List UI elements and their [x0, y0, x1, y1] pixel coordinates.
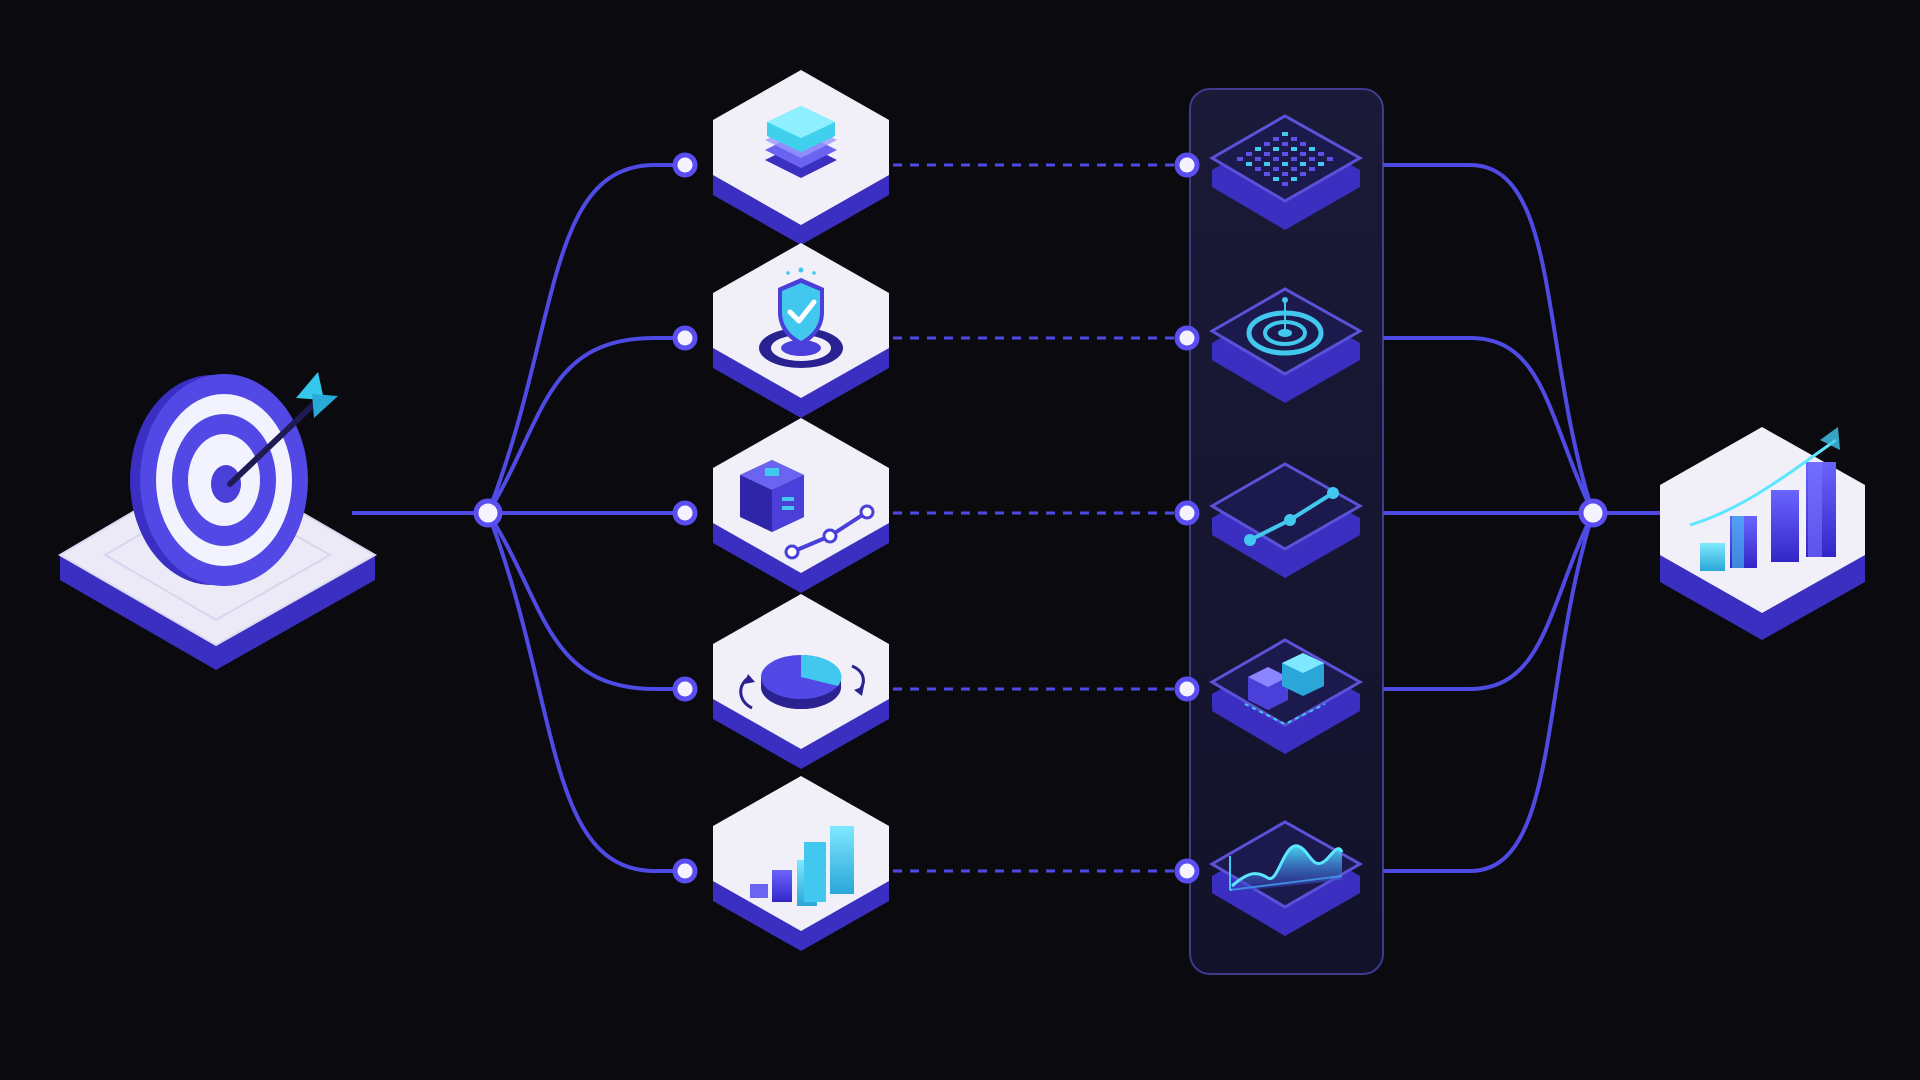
grid-cell: [1255, 157, 1261, 161]
wave-chart-icon: [1229, 844, 1344, 892]
stage-tile-4: [713, 594, 889, 769]
grid-cell: [1282, 162, 1288, 166]
grid-cell: [1273, 177, 1279, 181]
grid-cell: [1255, 147, 1261, 151]
source-target-tile: [58, 372, 378, 670]
grid-cell: [1264, 152, 1270, 156]
cubes-icon: [1244, 653, 1326, 726]
grid-cell: [1255, 167, 1261, 171]
grid-cell: [1309, 157, 1315, 161]
grid-cell: [1237, 157, 1243, 161]
stage-tile-3: [713, 418, 889, 593]
grid-cell: [1246, 162, 1252, 166]
grid-cell: [1282, 132, 1288, 136]
pie-cycle-icon: [739, 654, 865, 710]
dashed-links: [893, 163, 1187, 873]
growth-chart-icon: [1689, 427, 1840, 571]
source-junction-node: [473, 498, 503, 528]
merge-from-panel-4: [1383, 512, 1595, 691]
stage-tile-1: [713, 70, 889, 245]
grid-cell: [1309, 167, 1315, 171]
grid-cell: [1282, 142, 1288, 146]
grid-cell: [1291, 137, 1297, 141]
grid-cell: [1318, 152, 1324, 156]
grid-cell: [1273, 147, 1279, 151]
cube-path-icon: [740, 460, 875, 560]
stage-4-input-node: [672, 676, 698, 702]
panel-tile-3: [1209, 462, 1364, 578]
panel-4-input-node: [1174, 676, 1200, 702]
branch-to-stage-4: [486, 511, 685, 691]
junction-nodes: [473, 152, 1608, 884]
merge-from-panel-5: [1383, 512, 1595, 873]
panel-3-input-node: [1174, 500, 1200, 526]
grid-cell: [1264, 162, 1270, 166]
grid-cell: [1300, 142, 1306, 146]
grid-cell: [1282, 152, 1288, 156]
stage-5-input-node: [672, 858, 698, 884]
connectors: [352, 163, 1660, 873]
stage-2-input-node: [672, 325, 698, 351]
panel-2-input-node: [1174, 325, 1200, 351]
stage-1-input-node: [672, 152, 698, 178]
panel-5-input-node: [1174, 858, 1200, 884]
grid-cell: [1300, 152, 1306, 156]
target-icon: [130, 372, 338, 586]
grid-cell: [1264, 142, 1270, 146]
grid-cell: [1291, 177, 1297, 181]
panel-tile-4: [1209, 638, 1364, 754]
panel-1-input-node: [1174, 152, 1200, 178]
shield-check-icon: [759, 267, 843, 368]
branch-to-stage-2: [486, 336, 685, 515]
result-junction-node: [1578, 498, 1608, 528]
panel-tile-5: [1209, 820, 1364, 936]
stage-tile-5: [713, 776, 889, 951]
stage-tile-2: [713, 243, 889, 418]
grid-cell: [1291, 157, 1297, 161]
grid-cell: [1273, 157, 1279, 161]
grid-cell: [1264, 172, 1270, 176]
merge-from-panel-2: [1383, 336, 1595, 514]
grid-cell: [1273, 167, 1279, 171]
grid-cell: [1282, 172, 1288, 176]
radar-icon: [1246, 297, 1324, 356]
grid-icon: [1237, 132, 1333, 186]
panel-tile-1: [1209, 114, 1364, 230]
path-nodes-icon: [1244, 487, 1339, 546]
stage-3-input-node: [672, 500, 698, 526]
grid-cell: [1300, 172, 1306, 176]
grid-cell: [1246, 152, 1252, 156]
merge-from-panel-1: [1383, 163, 1595, 514]
grid-cell: [1291, 167, 1297, 171]
branch-to-stage-1: [486, 163, 685, 514]
grid-cell: [1300, 162, 1306, 166]
layers-icon: [765, 106, 837, 178]
grid-cell: [1282, 182, 1288, 186]
bar-chart-icon: [750, 826, 854, 906]
result-tile: [1660, 427, 1865, 640]
grid-cell: [1273, 137, 1279, 141]
panel-tile-2: [1209, 287, 1364, 403]
grid-cell: [1327, 157, 1333, 161]
grid-cell: [1291, 147, 1297, 151]
branch-to-stage-5: [486, 512, 685, 873]
grid-cell: [1318, 162, 1324, 166]
grid-cell: [1309, 147, 1315, 151]
